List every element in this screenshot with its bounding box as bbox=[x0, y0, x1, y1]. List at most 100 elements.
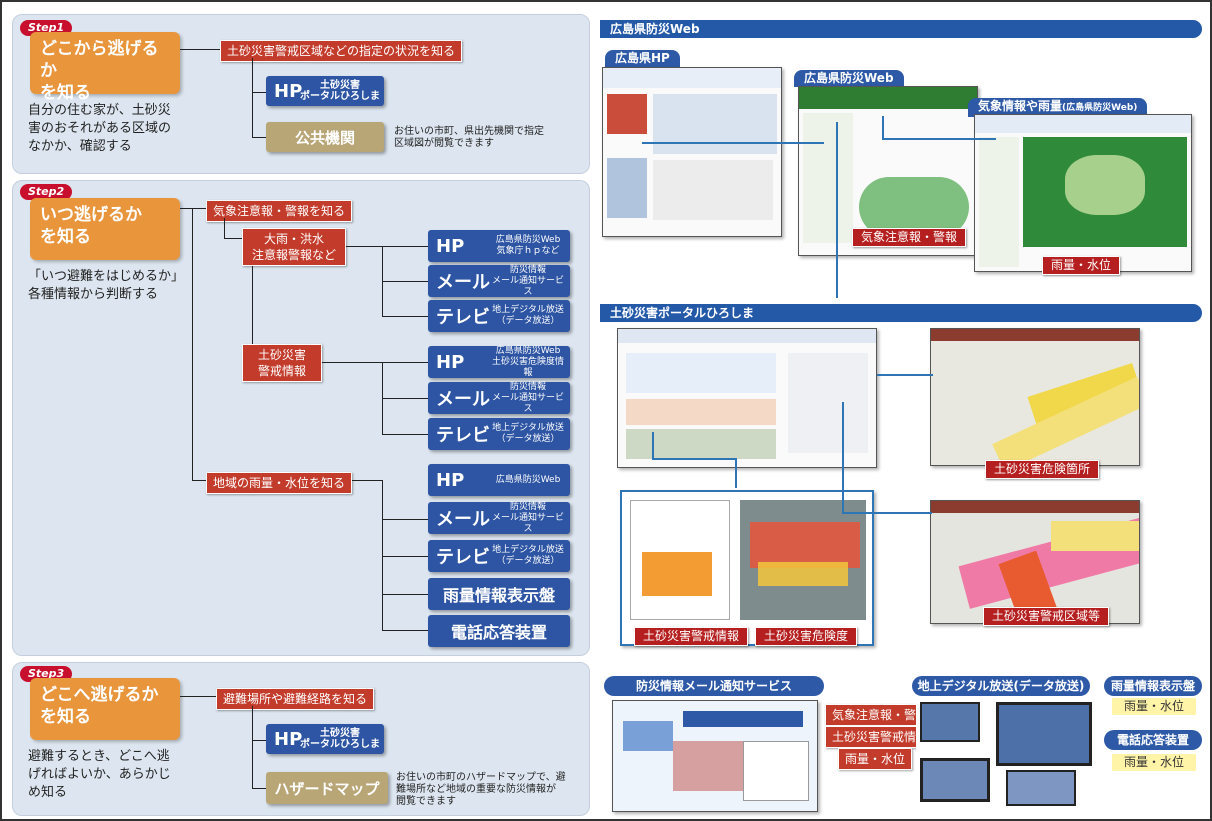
hiroshima-hp-screenshot bbox=[602, 67, 782, 237]
tab-weather-main: 気象情報や雨量 bbox=[978, 99, 1063, 113]
media-label: メール bbox=[436, 509, 490, 530]
rainfall-level-label: 地域の雨量・水位を知る bbox=[206, 472, 353, 494]
media-sub-label: 広島県防災Web bbox=[495, 474, 561, 485]
connector bbox=[382, 556, 428, 557]
arrow bbox=[642, 142, 824, 144]
connector bbox=[180, 49, 220, 50]
media-sub-label: 防災情報 メール通知サービス bbox=[491, 381, 564, 414]
public-org-note: お住いの市町、県出先機関で指定 区域図が閲覧できます bbox=[394, 126, 544, 149]
media-label: メール bbox=[436, 389, 490, 410]
connector bbox=[180, 696, 216, 697]
connector bbox=[252, 266, 253, 344]
step2-description: 「いつ避難をはじめるか」 各種情報から判断する bbox=[28, 269, 185, 302]
arrow bbox=[877, 374, 933, 376]
arrow bbox=[652, 458, 736, 460]
public-org-box: 公共機関 bbox=[266, 122, 384, 152]
danger-spots-map bbox=[930, 328, 1140, 466]
connector bbox=[382, 398, 428, 399]
media-sub-label: 地上デジタル放送 （データ放送） bbox=[492, 305, 564, 326]
media-sub-label: 地上デジタル放送 （データ放送） bbox=[492, 423, 564, 444]
bousai-web-header: 広島県防災Web bbox=[600, 20, 1202, 38]
alert-info-panel bbox=[620, 490, 874, 646]
connector bbox=[382, 316, 428, 317]
media-label: HP bbox=[436, 351, 465, 373]
connector bbox=[252, 788, 267, 789]
media-label: HP bbox=[436, 235, 465, 257]
caption-alert-zone: 土砂災害警戒区域等 bbox=[983, 607, 1110, 626]
media-label: テレビ bbox=[436, 425, 490, 446]
evacuation-route-label: 避難場所や避難経路を知る bbox=[216, 688, 375, 710]
connector bbox=[382, 281, 428, 282]
arrow bbox=[842, 402, 844, 512]
connector bbox=[252, 92, 267, 93]
side-label-rain: 雨量・水位 bbox=[838, 748, 913, 770]
rain-display-button[interactable]: 雨量情報表示盤 bbox=[428, 578, 570, 610]
hp-label: HP bbox=[274, 80, 303, 102]
sediment-hp-button[interactable]: HP 広島県防災Web 土砂災害危険度情報 bbox=[428, 346, 570, 378]
rainfall-tv-button[interactable]: テレビ 地上デジタル放送 （データ放送） bbox=[428, 540, 570, 572]
connector bbox=[180, 208, 206, 209]
media-sub-label: 地上デジタル放送 （データ放送） bbox=[492, 545, 564, 566]
step1-title: どこから逃げるか を知る bbox=[30, 32, 180, 103]
arrow bbox=[652, 432, 654, 458]
tab-weather-sub: (広島県防災Web) bbox=[1062, 103, 1138, 113]
media-sub-label: 防災情報 メール通知サービス bbox=[491, 501, 564, 534]
caption-rain-level: 雨量・水位 bbox=[1042, 256, 1121, 275]
media-sub-label: 防災情報 メール通知サービス bbox=[491, 264, 564, 297]
phone-system-item: 雨量・水位 bbox=[1112, 754, 1196, 771]
weather-rainfall-screenshot bbox=[974, 114, 1192, 272]
connector bbox=[382, 362, 428, 363]
media-label: HP bbox=[436, 469, 465, 491]
sediment-alert-label: 土砂災害 警戒情報 bbox=[242, 344, 322, 382]
hazard-map-note: お住いの市町のハザードマップで、避 難場所など地域の重要な防災情報が 閲覧できま… bbox=[396, 772, 566, 807]
hazard-map-box: ハザードマップ bbox=[266, 772, 388, 804]
weather-warning-label: 気象注意報・警報を知る bbox=[206, 200, 353, 222]
weather-mail-button[interactable]: メール 防災情報 メール通知サービス bbox=[428, 265, 570, 297]
connector bbox=[192, 480, 206, 481]
phone-system-title: 電話応答装置 bbox=[1104, 730, 1202, 750]
sediment-tv-button[interactable]: テレビ 地上デジタル放送 （データ放送） bbox=[428, 418, 570, 450]
step1-hp-button[interactable]: HP 土砂災害 ポータルひろしま bbox=[266, 76, 384, 106]
connector bbox=[382, 434, 428, 435]
step2-tag: Step2 bbox=[20, 184, 73, 200]
weather-tv-button[interactable]: テレビ 地上デジタル放送 （データ放送） bbox=[428, 300, 570, 332]
sediment-mail-button[interactable]: メール 防災情報 メール通知サービス bbox=[428, 382, 570, 414]
step3-title: どこへ逃げるか を知る bbox=[30, 678, 180, 740]
connector bbox=[382, 630, 428, 631]
alert-zone-map bbox=[930, 500, 1140, 624]
hp-sub-label: 土砂災害 ポータルひろしま bbox=[300, 728, 380, 750]
rainfall-mail-button[interactable]: メール 防災情報 メール通知サービス bbox=[428, 502, 570, 534]
connector bbox=[352, 480, 382, 481]
connector bbox=[252, 137, 267, 138]
side-label-weather: 気象注意報・警報 bbox=[825, 704, 936, 726]
caption-alert-info: 土砂災害警戒情報 bbox=[634, 627, 749, 646]
tab-hiroshima-hp: 広島県HP bbox=[605, 50, 680, 67]
mail-service-title: 防災情報メール通知サービス bbox=[604, 676, 824, 696]
tab-weather-rainfall: 気象情報や雨量(広島県防災Web) bbox=[968, 98, 1148, 117]
sediment-portal-header: 土砂災害ポータルひろしま bbox=[600, 304, 1202, 322]
hp-sub-label: 土砂災害 ポータルひろしま bbox=[300, 80, 380, 102]
phone-system-label: 電話応答装置 bbox=[450, 623, 547, 642]
rain-display-item: 雨量・水位 bbox=[1112, 698, 1196, 715]
rainfall-hp-button[interactable]: HP 広島県防災Web bbox=[428, 464, 570, 496]
media-sub-label: 広島県防災Web 気象庁ｈｐなど bbox=[495, 235, 561, 256]
hp-label: HP bbox=[274, 728, 303, 750]
caption-weather-warning: 気象注意報・警報 bbox=[852, 228, 967, 247]
step3-description: 避難するとき、どこへ逃 げればよいか、あらかじ め知る bbox=[28, 749, 171, 800]
step1-zone-label: 土砂災害警戒区域などの指定の状況を知る bbox=[220, 40, 463, 62]
connector bbox=[192, 208, 193, 480]
caption-danger-level: 土砂災害危険度 bbox=[755, 627, 858, 646]
connector bbox=[224, 238, 242, 239]
bousai-web-screenshot bbox=[798, 86, 978, 256]
arrow bbox=[735, 458, 737, 488]
weather-hp-button[interactable]: HP 広島県防災Web 気象庁ｈｐなど bbox=[428, 230, 570, 262]
connector bbox=[252, 706, 253, 788]
step3-hp-button[interactable]: HP 土砂災害 ポータルひろしま bbox=[266, 724, 384, 754]
connector bbox=[382, 480, 383, 630]
arrow bbox=[836, 122, 838, 298]
phone-system-button[interactable]: 電話応答装置 bbox=[428, 615, 570, 647]
media-sub-label: 広島県防災Web 土砂災害危険度情報 bbox=[491, 345, 564, 378]
connector bbox=[382, 594, 428, 595]
portal-top-screenshot bbox=[617, 328, 877, 468]
